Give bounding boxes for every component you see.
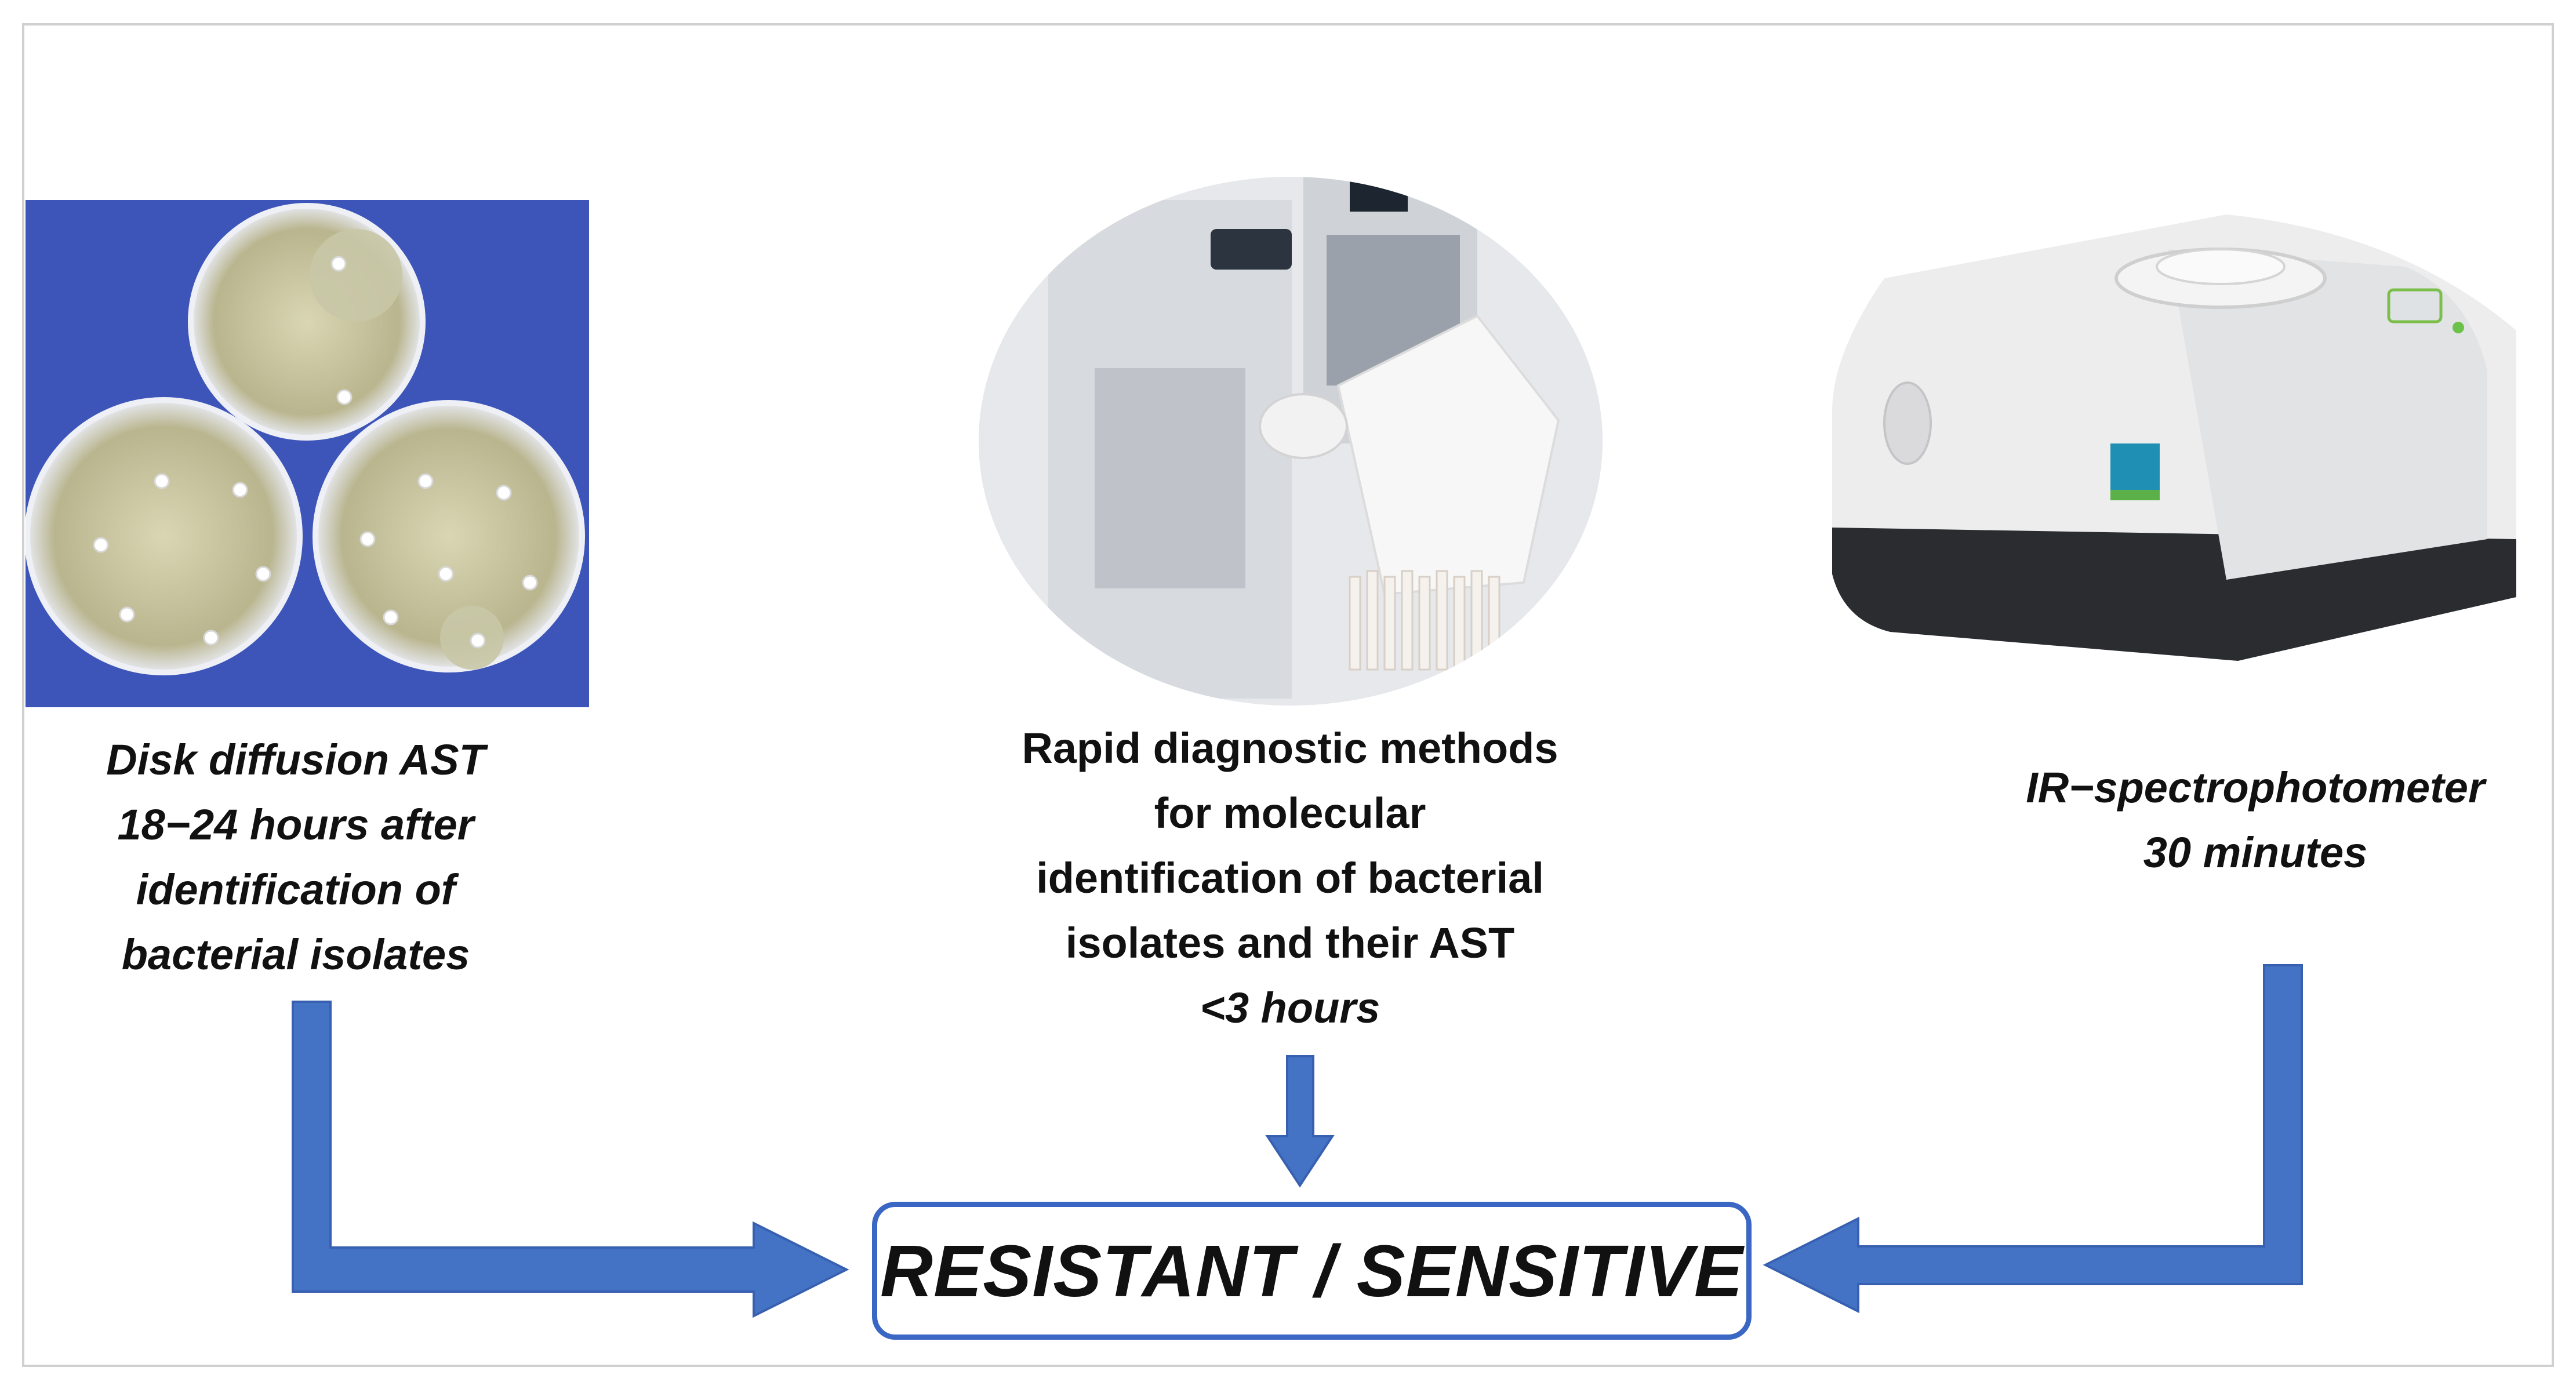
lab-analyzer-illustration: [979, 177, 1603, 706]
ir-spectrophotometer-illustration: [1832, 214, 2516, 661]
caption-line: isolates and their AST: [1065, 919, 1515, 967]
ir-spectrophotometer-photo: [1821, 180, 2528, 678]
disk-diffusion-caption: Disk diffusion AST 18−24 hours after ide…: [23, 728, 568, 987]
caption-line: 30 minutes: [2143, 828, 2368, 877]
lab-analyzer-photo: [979, 177, 1603, 706]
result-box: RESISTANT / SENSITIVE: [872, 1202, 1752, 1340]
caption-line: identification of bacterial: [1036, 854, 1544, 902]
rapid-molecular-caption: Rapid diagnostic methods for molecular i…: [939, 716, 1641, 1041]
caption-line: Rapid diagnostic methods: [1022, 724, 1558, 772]
result-label: RESISTANT / SENSITIVE: [880, 1230, 1743, 1312]
caption-line: bacterial isolates: [121, 930, 470, 979]
right-elbow-arrow: [1763, 964, 2303, 1314]
center-down-arrow: [1265, 1055, 1335, 1188]
caption-line: IR−spectrophotometer: [2026, 763, 2485, 812]
left-elbow-arrow: [292, 1001, 849, 1318]
caption-line: for molecular: [1154, 789, 1426, 837]
caption-line: 18−24 hours after: [117, 801, 474, 849]
caption-line: identification of: [136, 866, 456, 914]
caption-line: <3 hours: [1200, 984, 1380, 1032]
ir-spectro-caption: IR−spectrophotometer 30 minutes: [1965, 755, 2545, 885]
petri-dish-photo: [26, 200, 589, 707]
caption-line: Disk diffusion AST: [106, 736, 485, 784]
petri-dish-illustration: [26, 200, 589, 707]
